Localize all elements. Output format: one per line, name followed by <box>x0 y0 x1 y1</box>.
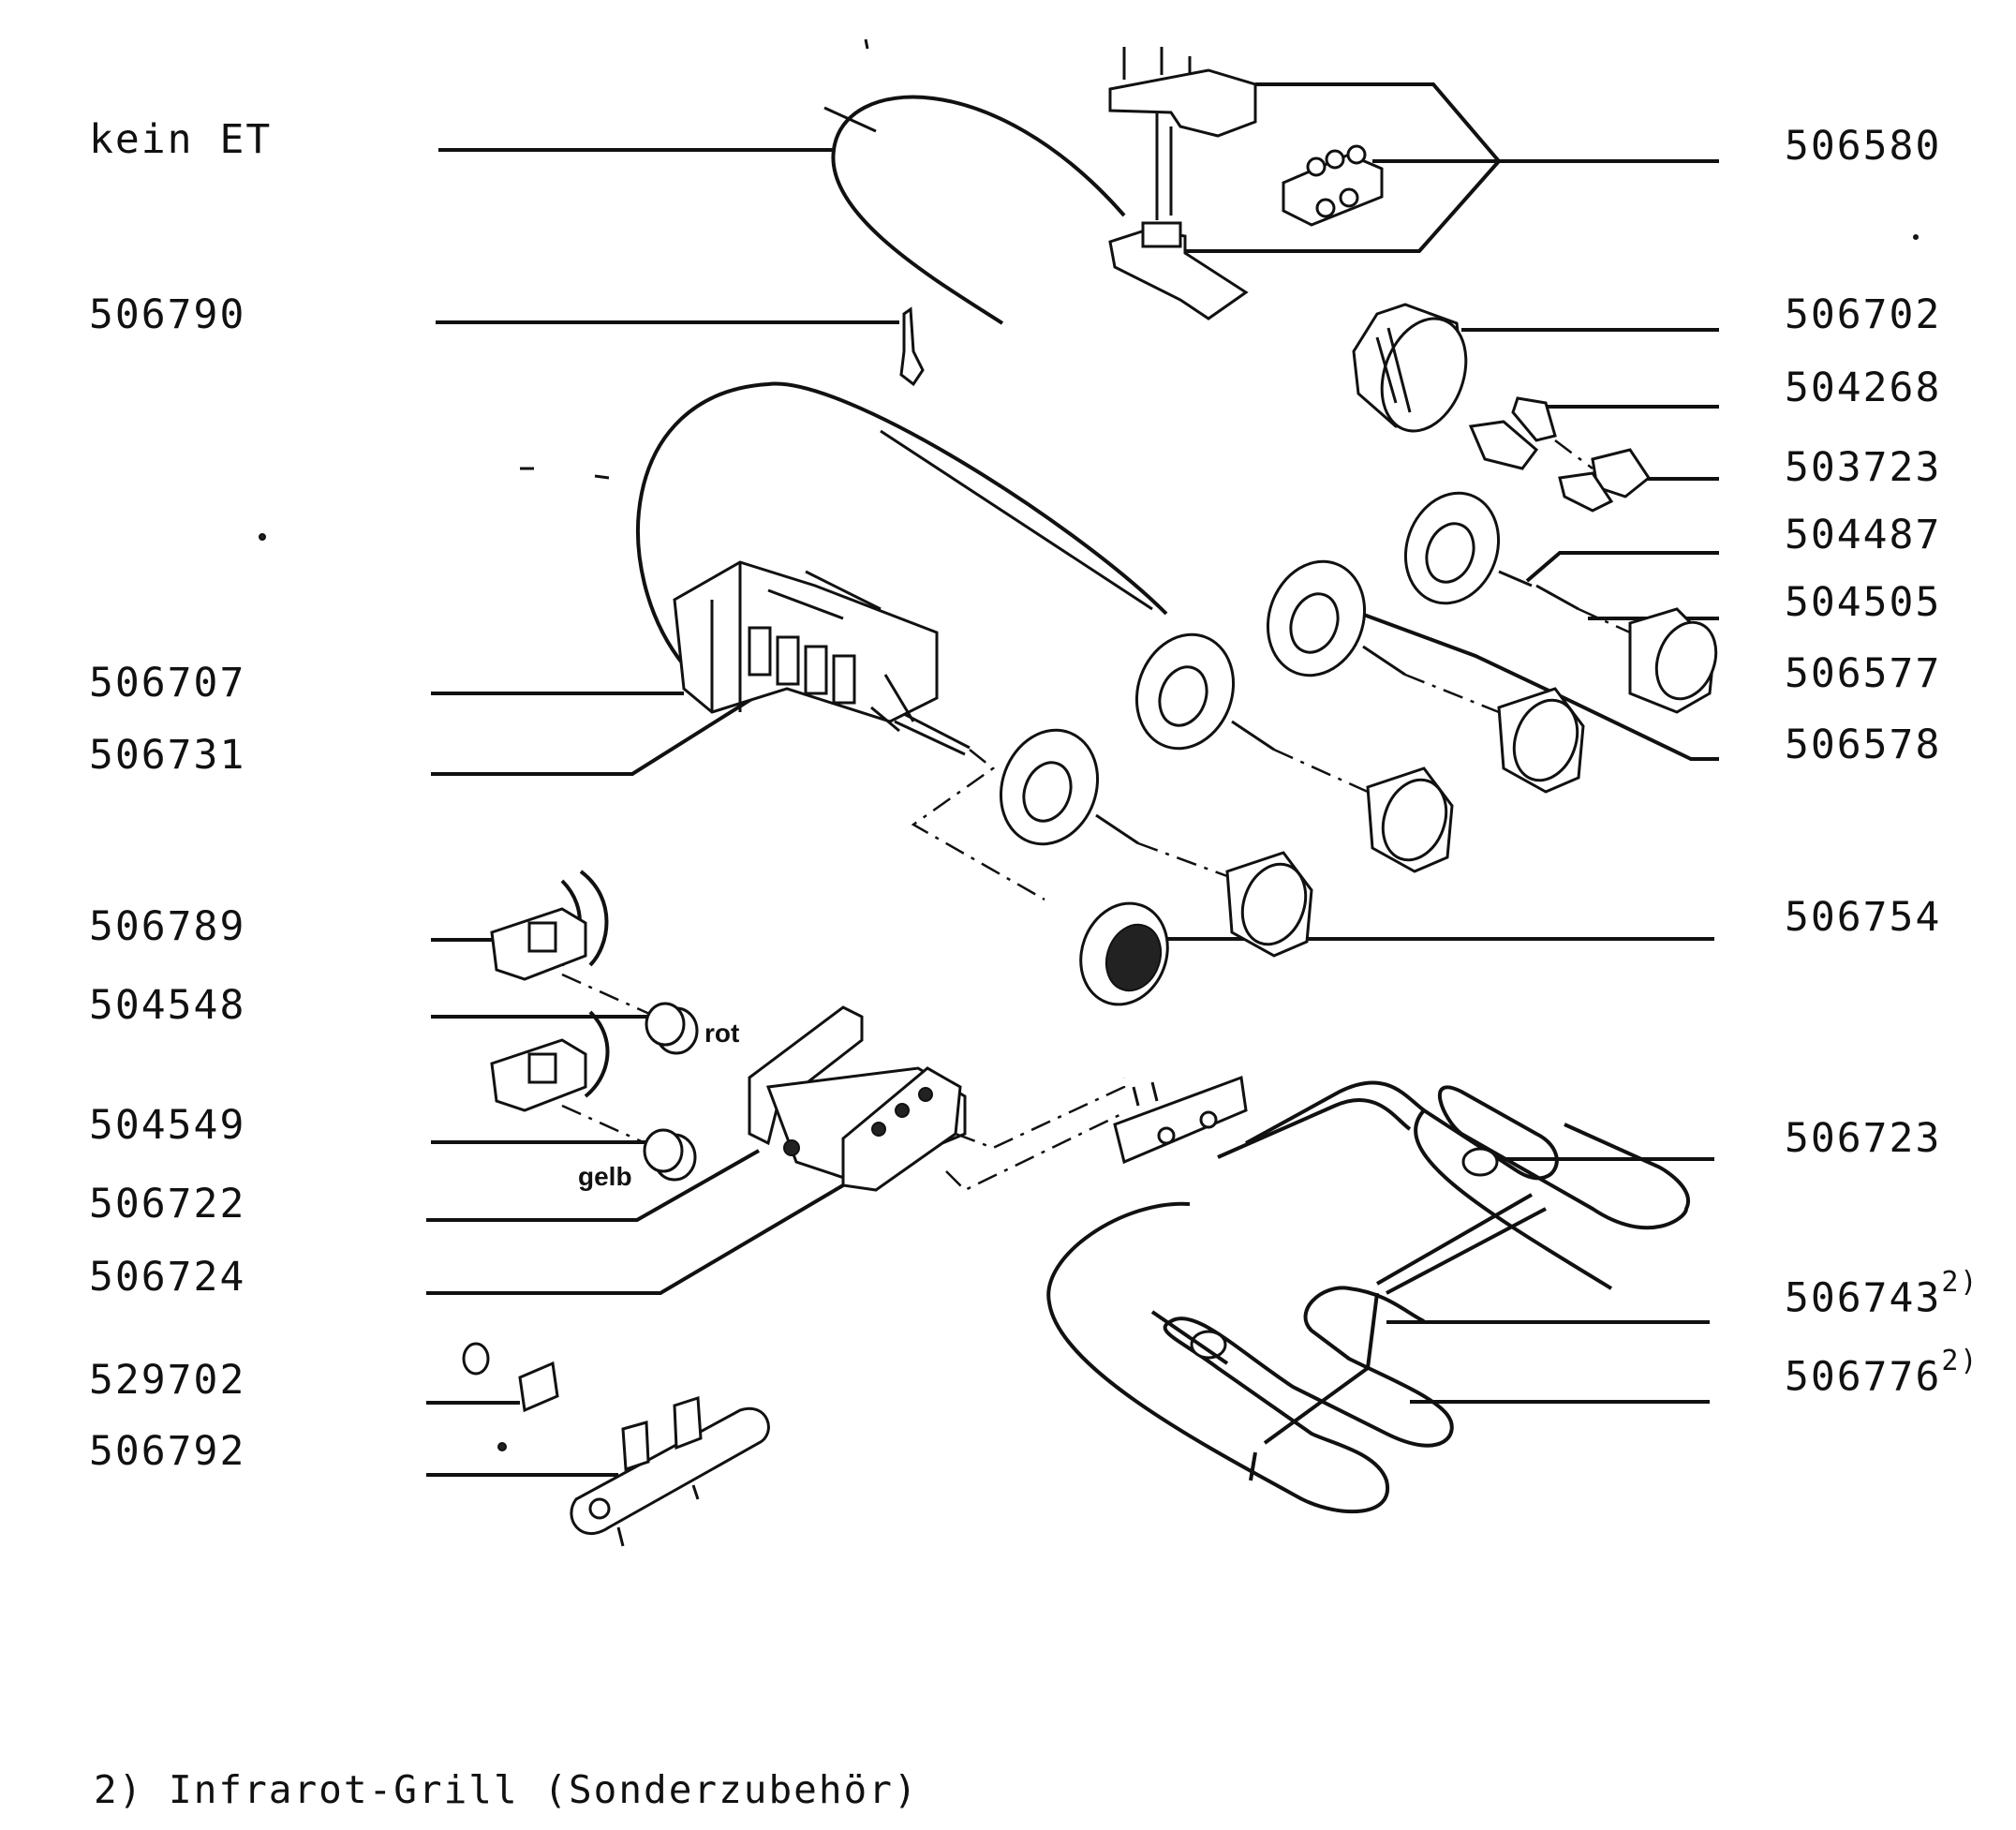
thermostat-bracket-506580 <box>1108 47 1384 320</box>
leader-506722 <box>426 1149 760 1222</box>
label-504487: 504487 <box>1785 512 1942 558</box>
lamp-holder-2 <box>490 1010 610 1112</box>
grill-element-506776 <box>1046 1193 1547 1514</box>
label-506743-number: 506743 <box>1785 1274 1942 1322</box>
label-504268: 504268 <box>1785 365 1942 411</box>
label-506577: 506577 <box>1785 650 1942 697</box>
switch-spindle-506731 <box>894 712 1045 901</box>
capillary-tube-kein-et <box>823 38 1126 325</box>
right-leader-lines <box>1138 82 1719 1404</box>
terminal-strip-506792 <box>570 1395 770 1547</box>
screw-529702 <box>462 1342 559 1451</box>
signal-lamp-red-504548: rot <box>561 973 739 1055</box>
wiring-dashed <box>945 1078 1126 1192</box>
label-506790: 506790 <box>89 291 246 338</box>
label-506792: 506792 <box>89 1428 246 1475</box>
knob-set-506578 <box>1134 632 1454 873</box>
sensor-clip-506790 <box>899 306 925 387</box>
label-506776: 5067762) <box>1785 1347 1979 1401</box>
label-504548: 504548 <box>89 982 246 1029</box>
label-506743-footnote: 2) <box>1941 1266 1979 1299</box>
label-503723: 503723 <box>1785 444 1942 491</box>
fuse-504268 <box>1468 396 1557 470</box>
label-529702: 529702 <box>89 1357 246 1404</box>
tag-yellow: gelb <box>578 1162 632 1191</box>
knob-506754 <box>1079 901 1169 1006</box>
leader-506580 <box>1185 82 1719 253</box>
knob-set-front <box>999 728 1313 958</box>
label-506723: 506723 <box>1785 1115 1942 1162</box>
knob-set-504487 <box>1403 491 1718 714</box>
fuse-holder-503723 <box>1554 439 1652 513</box>
tag-red: rot <box>704 1019 739 1048</box>
leader-504487 <box>1525 551 1719 583</box>
leader-506731 <box>431 690 765 776</box>
label-506754: 506754 <box>1785 894 1942 941</box>
label-504549: 504549 <box>89 1102 246 1149</box>
indicator-lamp-506702 <box>1352 303 1468 433</box>
label-506743: 5067432) <box>1785 1269 1979 1322</box>
terminal-block-506722 <box>748 1005 967 1192</box>
leader-506724 <box>426 1183 845 1295</box>
grill-element-506743 <box>1217 1080 1690 1290</box>
label-506776-footnote: 2) <box>1941 1345 1979 1377</box>
label-506707: 506707 <box>89 660 246 707</box>
label-506731: 506731 <box>89 732 246 779</box>
knob-set-506577 <box>1266 559 1585 794</box>
label-506722: 506722 <box>89 1181 246 1227</box>
label-506578: 506578 <box>1785 722 1942 768</box>
label-506702: 506702 <box>1785 291 1942 338</box>
scan-marks <box>259 234 1919 541</box>
leader-506578 <box>1353 609 1719 761</box>
energy-regulator-506707 <box>636 381 1168 733</box>
label-504505: 504505 <box>1785 579 1942 626</box>
lamp-holder-506789 <box>490 870 609 981</box>
footnote-text: 2) Infrarot-Grill (Sonderzubehör) <box>94 1767 919 1812</box>
label-506724: 506724 <box>89 1254 246 1301</box>
label-506789: 506789 <box>89 903 246 950</box>
signal-lamp-yellow-504549: gelb <box>561 1104 697 1191</box>
label-506776-number: 506776 <box>1785 1353 1942 1401</box>
left-leader-lines <box>426 148 899 1477</box>
label-kein-et: kein ET <box>89 116 273 163</box>
label-506580: 506580 <box>1785 123 1942 170</box>
grill-bracket-506723 <box>1113 1075 1248 1165</box>
